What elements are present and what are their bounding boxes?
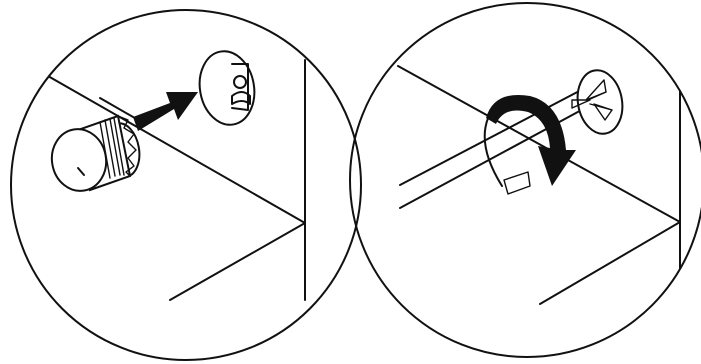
right-detail-circle (350, 3, 701, 357)
cam-hole (194, 47, 260, 129)
board-front-edge-r (540, 222, 680, 304)
cam-hole-rim (194, 47, 260, 129)
cam-bolt-icon (572, 67, 627, 138)
board-top-edge-r (398, 66, 680, 222)
panel-insert-cam-lock (11, 10, 361, 360)
board-front-edge (170, 223, 305, 300)
right-panel-board (398, 60, 680, 304)
panel-rotate-cam-lock (350, 3, 701, 357)
cam-lock-icon (47, 116, 143, 195)
push-arrow-icon (133, 92, 198, 131)
cam-lock-seated-tab (504, 172, 530, 194)
cam-bolt-washer (573, 67, 627, 138)
bolt-head (234, 76, 246, 88)
